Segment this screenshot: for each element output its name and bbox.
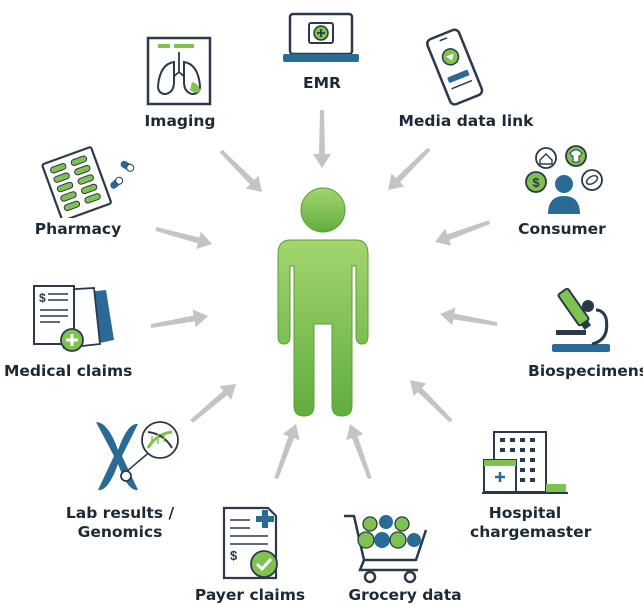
- label-hospital-line1: Hospital: [488, 504, 562, 522]
- svg-text:$: $: [532, 175, 540, 190]
- label-media: Media data link: [398, 112, 534, 130]
- chromosome-dna-icon: [96, 421, 179, 491]
- arrow-from-hospital: [410, 380, 453, 423]
- arrow-from-consumer: [435, 220, 491, 246]
- claim-form-check-icon: $: [222, 506, 278, 580]
- hospital-building-icon: [482, 431, 568, 494]
- label-lab: Lab results / Genomics: [50, 504, 190, 542]
- label-medical: Medical claims: [4, 362, 133, 380]
- arrow-from-lab: [190, 384, 236, 423]
- arrow-from-media: [388, 147, 431, 190]
- arrow-from-imaging: [219, 149, 262, 192]
- arrow-from-emr: [313, 110, 331, 168]
- arrow-from-pharmacy: [155, 227, 212, 250]
- label-grocery: Grocery data: [348, 586, 462, 604]
- arrow-from-biospecimens: [440, 307, 498, 327]
- medical-claim-documents-icon: $: [33, 285, 114, 352]
- consumer-profile-icon: $: [525, 145, 603, 214]
- label-pharmacy: Pharmacy: [34, 220, 122, 238]
- label-biospecimens: Biospecimens: [528, 362, 643, 380]
- arrow-from-grocery: [346, 424, 372, 480]
- label-lab-line1: Lab results /: [65, 504, 175, 522]
- svg-text:$: $: [39, 291, 46, 305]
- arrow-from-medical: [150, 309, 208, 329]
- smartphone-icon: [426, 28, 484, 106]
- label-payer: Payer claims: [194, 586, 306, 604]
- pill-pack-icon: [41, 146, 135, 218]
- shopping-cart-icon: [344, 514, 428, 584]
- label-hospital: Hospital chargemaster: [470, 504, 591, 542]
- laptop-medical-icon: [283, 12, 359, 62]
- svg-text:$: $: [230, 548, 238, 563]
- label-hospital-line2: chargemaster: [470, 523, 592, 541]
- lung-xray-icon: [146, 36, 212, 106]
- microscope-icon: [552, 287, 610, 352]
- arrow-from-payer: [274, 424, 300, 480]
- label-lab-line2: Genomics: [77, 523, 163, 541]
- label-consumer: Consumer: [518, 220, 606, 238]
- person-icon: [277, 187, 369, 417]
- label-emr: EMR: [303, 74, 341, 92]
- label-imaging: Imaging: [144, 112, 216, 130]
